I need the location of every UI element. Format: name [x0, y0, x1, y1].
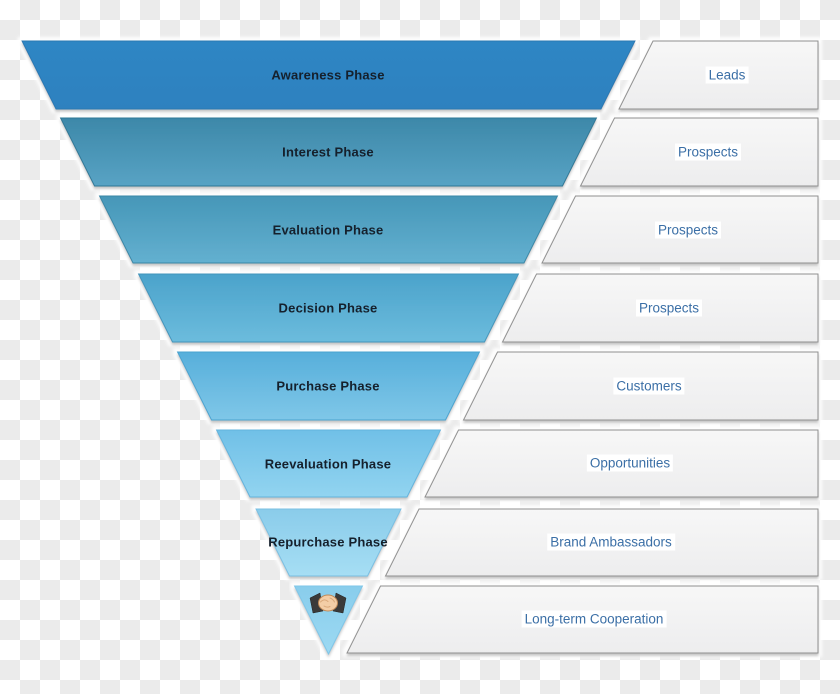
phase-label-evaluation: Evaluation Phase [272, 222, 384, 238]
result-label-customers: Customers [613, 377, 685, 395]
funnel-segment-repurchase [255, 508, 402, 577]
result-label-leads: Leads [705, 66, 749, 84]
phase-label-decision: Decision Phase [278, 300, 378, 316]
funnel-segment-awareness [21, 40, 636, 110]
result-label-long-term-cooperation: Long-term Cooperation [521, 610, 667, 628]
funnel-segment-decision [137, 273, 520, 343]
handshake-icon [309, 590, 347, 622]
phase-label-reevaluation: Reevaluation Phase [264, 456, 392, 472]
result-label-prospects-2: Prospects [654, 221, 722, 239]
result-label-prospects-3: Prospects [635, 299, 703, 317]
funnel-segment-interest [59, 117, 598, 187]
result-label-brand-ambassadors: Brand Ambassadors [547, 533, 675, 551]
phase-label-interest: Interest Phase [282, 144, 374, 160]
funnel-segment-purchase [176, 351, 481, 421]
result-label-opportunities: Opportunities [586, 454, 674, 472]
funnel-segment-evaluation [98, 195, 559, 264]
phase-label-purchase: Purchase Phase [276, 378, 380, 394]
phase-label-awareness: Awareness Phase [271, 67, 385, 83]
phase-label-repurchase: Repurchase Phase [268, 534, 388, 550]
result-label-prospects-1: Prospects [674, 143, 742, 161]
funnel-segment-reevaluation [215, 429, 442, 498]
